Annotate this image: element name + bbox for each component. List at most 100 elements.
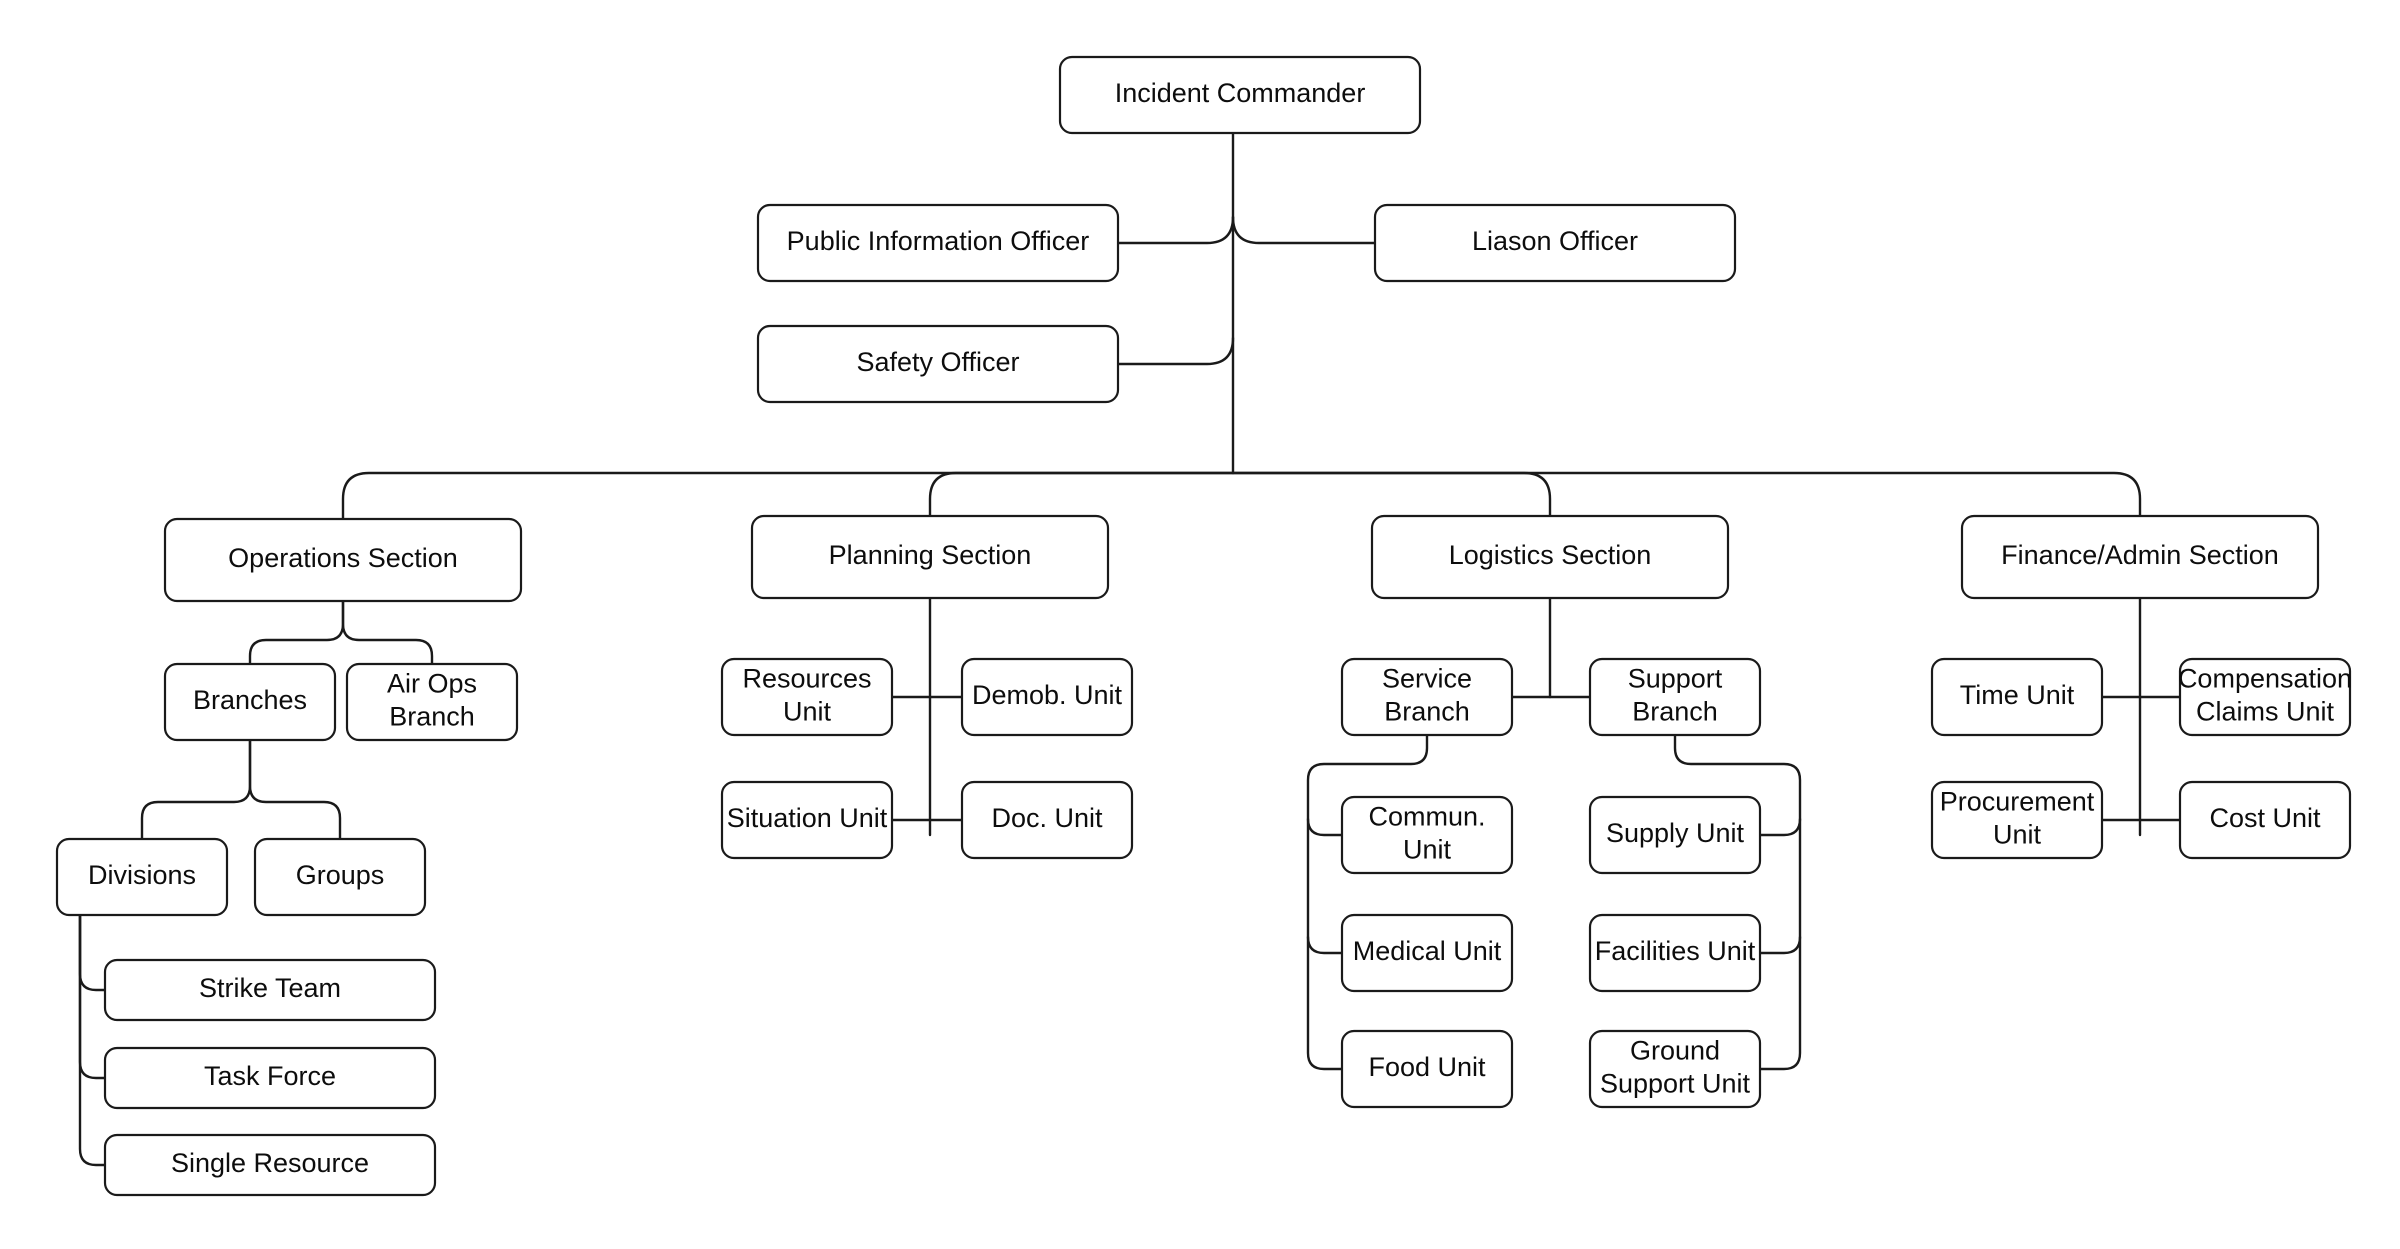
node-label-divisions: Divisions xyxy=(88,860,196,890)
node-demob-unit[interactable]: Demob. Unit xyxy=(960,657,1134,737)
node-doc-unit[interactable]: Doc. Unit xyxy=(960,780,1134,860)
node-label-branches: Branches xyxy=(193,685,307,715)
node-box-branches xyxy=(163,662,337,742)
node-box-time-unit xyxy=(1930,657,2104,737)
edge-divisions-to-strike-team xyxy=(78,913,107,992)
node-label-facilities-unit: Facilities Unit xyxy=(1595,936,1756,966)
node-incident-commander[interactable]: Incident Commander xyxy=(1058,55,1422,135)
edge-bus-planning xyxy=(928,471,1235,518)
node-box-public-information-officer xyxy=(756,203,1120,283)
node-box-incident-commander xyxy=(1058,55,1422,135)
node-liason-officer[interactable]: Liason Officer xyxy=(1373,203,1737,283)
node-label-commun-unit: Commun.Unit xyxy=(1368,802,1485,865)
node-cost-unit[interactable]: Cost Unit xyxy=(2178,780,2352,860)
node-box-compensation-claims-unit xyxy=(2178,657,2352,737)
edge-ops-to-airops xyxy=(341,599,434,666)
node-box-planning-section xyxy=(750,514,1110,600)
node-box-procurement-unit xyxy=(1930,780,2104,860)
node-box-divisions xyxy=(55,837,229,917)
node-box-task-force xyxy=(103,1046,437,1110)
node-time-unit[interactable]: Time Unit xyxy=(1930,657,2104,737)
node-public-information-officer[interactable]: Public Information Officer xyxy=(756,203,1120,283)
edge-support-rail xyxy=(1673,733,1802,1071)
node-box-supply-unit xyxy=(1588,795,1762,875)
node-situation-unit[interactable]: Situation Unit xyxy=(720,780,894,860)
node-label-public-information-officer: Public Information Officer xyxy=(787,226,1090,256)
node-label-cost-unit: Cost Unit xyxy=(2209,803,2321,833)
node-box-ground-support-unit xyxy=(1588,1029,1762,1109)
node-label-safety-officer: Safety Officer xyxy=(856,347,1019,377)
edges-layer xyxy=(78,131,2182,1167)
node-label-finance-admin-section: Finance/Admin Section xyxy=(2001,540,2279,570)
node-divisions[interactable]: Divisions xyxy=(55,837,229,917)
node-box-groups xyxy=(253,837,427,917)
node-box-logistics-section xyxy=(1370,514,1730,600)
node-label-operations-section: Operations Section xyxy=(228,543,458,573)
node-groups[interactable]: Groups xyxy=(253,837,427,917)
edge-service-to-medical xyxy=(1306,935,1344,955)
node-finance-admin-section[interactable]: Finance/Admin Section xyxy=(1960,514,2320,600)
node-box-operations-section xyxy=(163,517,523,603)
node-label-planning-section: Planning Section xyxy=(829,540,1032,570)
edge-pio-to-trunk xyxy=(1116,215,1235,245)
node-label-doc-unit: Doc. Unit xyxy=(991,803,1103,833)
node-box-support-branch xyxy=(1588,657,1762,737)
node-planning-section[interactable]: Planning Section xyxy=(750,514,1110,600)
node-label-groups: Groups xyxy=(296,860,385,890)
node-facilities-unit[interactable]: Facilities Unit xyxy=(1588,913,1762,993)
edge-service-rail xyxy=(1306,733,1429,1071)
node-supply-unit[interactable]: Supply Unit xyxy=(1588,795,1762,875)
node-logistics-section[interactable]: Logistics Section xyxy=(1370,514,1730,600)
node-label-incident-commander: Incident Commander xyxy=(1115,78,1366,108)
edge-divisions-to-single-resource xyxy=(78,913,107,1167)
node-medical-unit[interactable]: Medical Unit xyxy=(1340,913,1514,993)
node-branches[interactable]: Branches xyxy=(163,662,337,742)
node-label-situation-unit: Situation Unit xyxy=(727,803,888,833)
node-box-demob-unit xyxy=(960,657,1134,737)
node-label-liason-officer: Liason Officer xyxy=(1472,226,1638,256)
node-label-logistics-section: Logistics Section xyxy=(1449,540,1652,570)
node-task-force[interactable]: Task Force xyxy=(103,1046,437,1110)
edge-support-to-supply xyxy=(1758,817,1802,837)
edge-service-to-commun xyxy=(1306,817,1344,837)
node-label-medical-unit: Medical Unit xyxy=(1353,936,1502,966)
node-label-task-force: Task Force xyxy=(204,1061,336,1091)
node-label-food-unit: Food Unit xyxy=(1368,1052,1486,1082)
node-operations-section[interactable]: Operations Section xyxy=(163,517,523,603)
node-safety-officer[interactable]: Safety Officer xyxy=(756,324,1120,404)
node-box-cost-unit xyxy=(2178,780,2352,860)
node-label-single-resource: Single Resource xyxy=(171,1148,369,1178)
node-box-air-ops-branch xyxy=(345,662,519,742)
node-box-service-branch xyxy=(1340,657,1514,737)
edge-bus-finance xyxy=(1231,471,2142,518)
node-box-situation-unit xyxy=(720,780,894,860)
node-box-food-unit xyxy=(1340,1029,1514,1109)
node-commun-unit[interactable]: Commun.Unit xyxy=(1340,795,1514,875)
node-box-single-resource xyxy=(103,1133,437,1197)
edge-so-to-trunk xyxy=(1116,336,1235,366)
node-label-time-unit: Time Unit xyxy=(1960,680,2075,710)
node-food-unit[interactable]: Food Unit xyxy=(1340,1029,1514,1109)
edge-bus-left xyxy=(341,471,1235,521)
edge-bus-logistics xyxy=(1231,471,1552,518)
node-strike-team[interactable]: Strike Team xyxy=(103,958,437,1022)
node-single-resource[interactable]: Single Resource xyxy=(103,1133,437,1197)
node-box-resources-unit xyxy=(720,657,894,737)
